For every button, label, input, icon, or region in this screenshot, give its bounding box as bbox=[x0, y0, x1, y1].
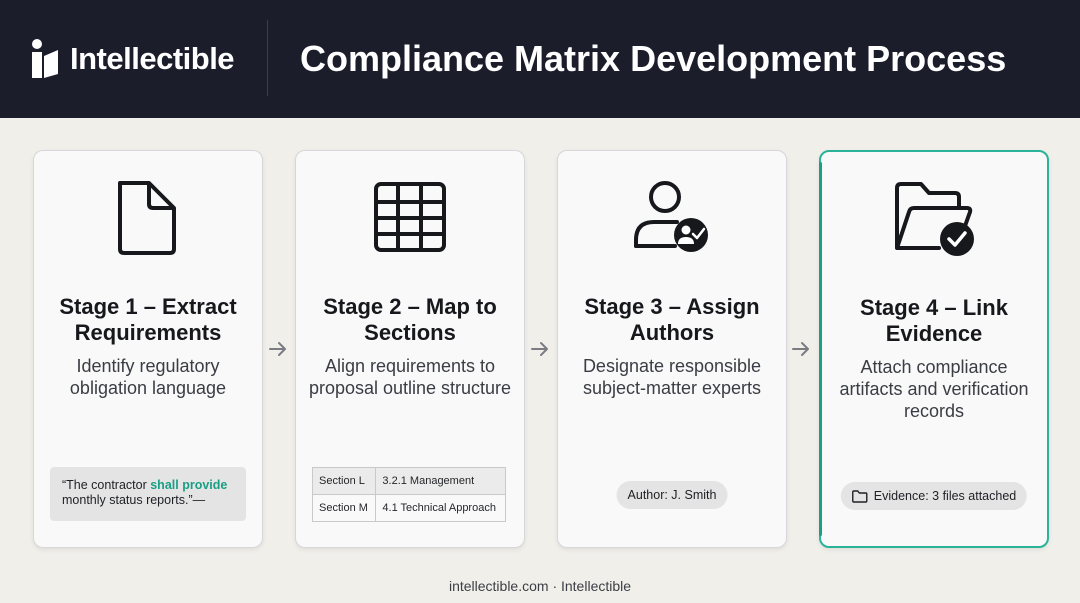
table-row: Section L 3.2.1 Management bbox=[311, 467, 506, 495]
table-cell: 4.1 Technical Approach bbox=[375, 494, 506, 522]
user-check-icon bbox=[627, 177, 717, 257]
arrow-right-icon bbox=[529, 338, 551, 360]
table-row: Section M 4.1 Technical Approach bbox=[311, 494, 506, 522]
header-bar: Intellectible Compliance Matrix Developm… bbox=[0, 0, 1080, 118]
header-divider bbox=[267, 20, 268, 96]
folder-icon bbox=[852, 489, 868, 503]
stage-title: Stage 1 – Extract Requirements bbox=[59, 294, 237, 345]
table-cell: Section M bbox=[311, 494, 377, 522]
table-icon bbox=[365, 177, 455, 257]
table-cell: Section L bbox=[311, 467, 377, 495]
author-badge: Author: J. Smith bbox=[616, 481, 728, 509]
stage-description: Attach compliance artifacts and verifica… bbox=[839, 357, 1029, 421]
quote-text-before: “The contractor bbox=[62, 478, 151, 492]
brand-logo[interactable]: Intellectible bbox=[30, 38, 235, 80]
arrow-right-icon bbox=[790, 338, 812, 360]
stage-description: Align requirements to proposal outline s… bbox=[308, 356, 512, 398]
evidence-label: Evidence: 3 files attached bbox=[873, 489, 1017, 503]
quote-highlight: shall provide bbox=[150, 478, 228, 492]
stage-card-3: Stage 3 – Assign Authors Designate respo… bbox=[557, 150, 787, 548]
brand-name: Intellectible bbox=[70, 41, 235, 76]
document-icon bbox=[103, 177, 193, 257]
stage-title: Stage 3 – Assign Authors bbox=[584, 294, 760, 345]
folder-check-icon bbox=[889, 178, 979, 258]
evidence-badge: Evidence: 3 files attached bbox=[840, 482, 1028, 510]
requirement-quote: “The contractor shall provide monthly st… bbox=[50, 467, 246, 521]
intellectible-logo-icon bbox=[30, 38, 60, 80]
stage-card-1: Stage 1 – Extract Requirements Identify … bbox=[33, 150, 263, 548]
stage-card-2: Stage 2 – Map to Sections Align requirem… bbox=[295, 150, 525, 548]
footer-text: intellectible.com · Intellectible bbox=[448, 578, 632, 594]
stage-title: Stage 2 – Map to Sections bbox=[323, 294, 497, 345]
page-title: Compliance Matrix Development Process bbox=[300, 38, 1007, 79]
section-mapping-table: Section L 3.2.1 Management Section M 4.1… bbox=[311, 467, 506, 522]
stage-title: Stage 4 – Link Evidence bbox=[860, 295, 1008, 346]
arrow-right-icon bbox=[267, 338, 289, 360]
stage-description: Designate responsible subject-matter exp… bbox=[582, 356, 762, 398]
stage-description: Identify regulatory obligation language bbox=[69, 356, 227, 398]
author-label: Author: J. Smith bbox=[627, 488, 717, 502]
quote-text-after: monthly status reports.”— bbox=[62, 493, 206, 507]
stage-card-4: Stage 4 – Link Evidence Attach complianc… bbox=[819, 150, 1049, 548]
table-cell: 3.2.1 Management bbox=[375, 467, 506, 495]
